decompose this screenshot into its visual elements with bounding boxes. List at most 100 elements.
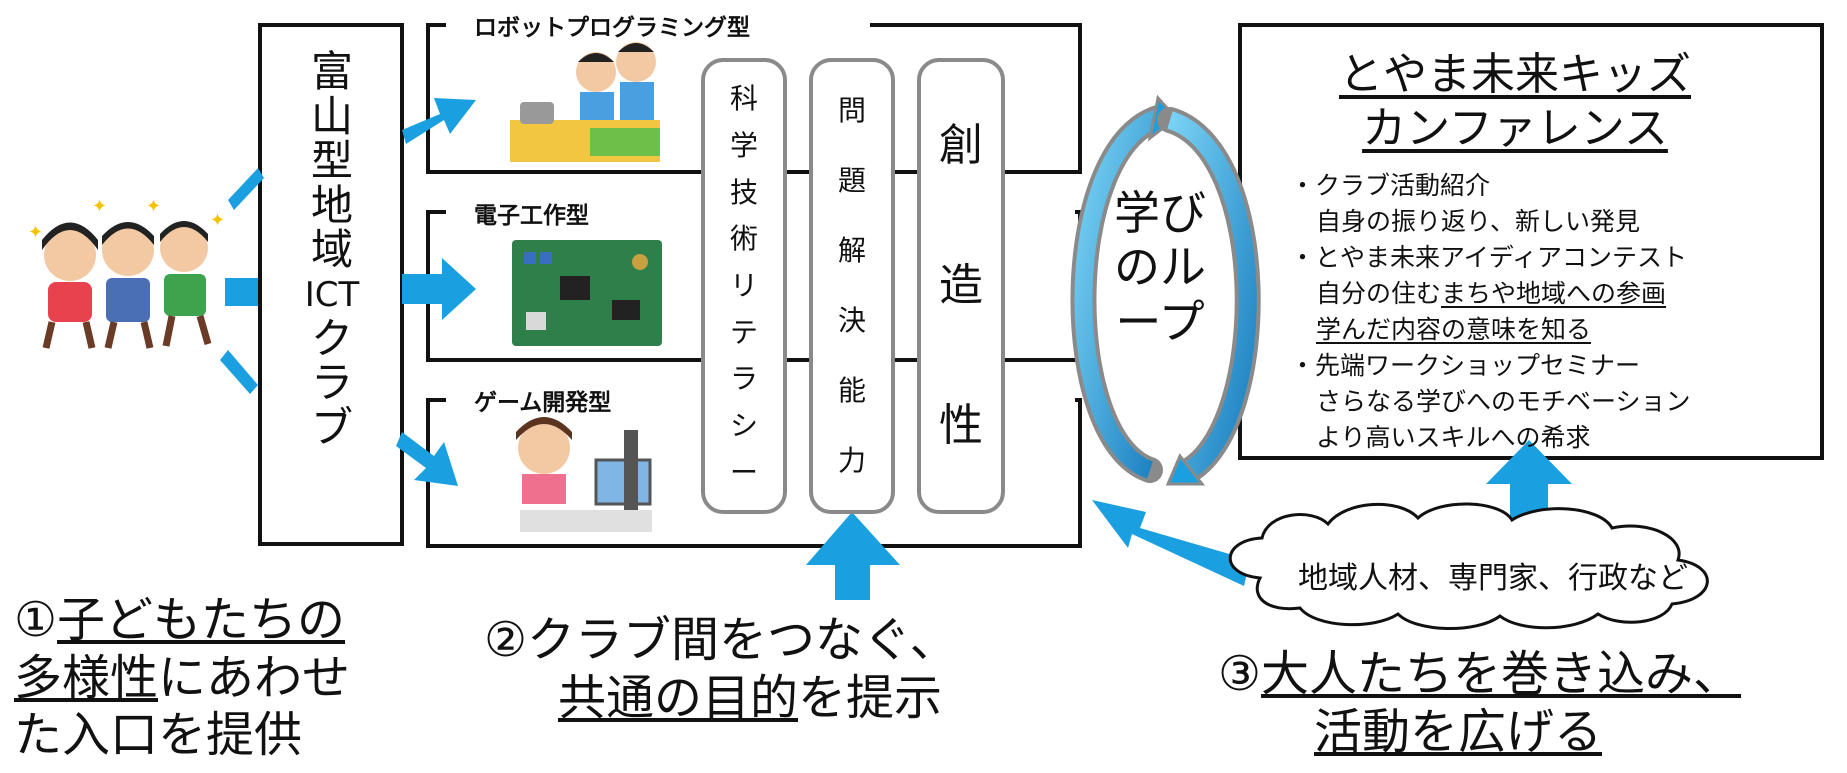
science-literacy-box: 科 学 技 術 リ テ ラ シ ー: [701, 58, 787, 514]
point-1-line: た入口を提供: [14, 707, 303, 764]
club-title-char: 域: [310, 225, 353, 275]
point-number: ①: [14, 592, 58, 648]
club-title-char: ブ: [310, 402, 353, 452]
conference-title-line: カンファレンス: [1362, 102, 1668, 154]
club-box: [258, 23, 404, 546]
club-to-panel-arrows: [396, 98, 476, 486]
skill-char: 造: [939, 260, 983, 311]
conference-title: とやま未来キッズ カンファレンス: [1238, 48, 1792, 155]
conference-item-head: ・とやま未来アイディアコンテスト: [1290, 240, 1691, 276]
electronics-label: 電子工作型: [468, 196, 595, 230]
skill-char: 能: [837, 374, 866, 407]
point-text: にあわせ: [158, 649, 351, 706]
point-text: クラブ間をつなぐ、: [527, 612, 958, 668]
skill-char: テ: [729, 315, 758, 349]
point-text-underlined: 子どもたちの: [57, 592, 346, 648]
skill-char: 力: [837, 444, 866, 477]
stakeholders-text: 地域人材、専門家、行政など: [1298, 561, 1688, 596]
club-title-char: 山: [310, 91, 353, 141]
point-number: ②: [484, 612, 528, 668]
point-text-underlined: 共通の目的: [558, 669, 799, 726]
robot-programming-illustration: [510, 42, 660, 162]
problem-solving-box: 問 題 解 決 能 力: [809, 58, 895, 514]
point-2-line: 共通の目的を提示: [484, 670, 958, 728]
learning-loop-arrows: [1070, 94, 1261, 486]
item-sub-text: 自分の住む: [1316, 279, 1442, 308]
club-title: 富 山 型 地 域 ICT ク ラ ブ: [258, 47, 406, 452]
point-text-underlined: 活動を広げる: [1314, 703, 1603, 760]
cloud-to-conference-arrow: [1486, 440, 1572, 520]
skill-char: 創: [939, 120, 983, 171]
item-sub-text-underlined: 学んだ内容の意味を知る: [1316, 315, 1592, 344]
skill-char: 術: [729, 222, 758, 256]
conference-item-head: ・先端ワークショップセミナー: [1290, 348, 1691, 384]
loop-line: 学び: [1114, 186, 1206, 240]
game-panel-frame: [426, 398, 1082, 548]
svg-text:✦: ✦: [210, 210, 225, 231]
club-title-char: ク: [310, 313, 353, 363]
skill-char: 科: [729, 82, 758, 116]
point-text-underlined: 多様性: [14, 649, 159, 706]
point-1-line: ①子どもたちの: [14, 592, 350, 650]
circuit-board-illustration: [512, 240, 662, 346]
skill-char: 技: [729, 175, 758, 209]
bullet: ・: [1290, 351, 1316, 380]
skill-char: 題: [837, 164, 866, 197]
skill-char: リ: [729, 268, 758, 302]
item-head: クラブ活動紹介: [1315, 171, 1491, 200]
item-head: 先端ワークショップセミナー: [1315, 351, 1641, 380]
skill-char: ラ: [729, 362, 758, 396]
point-2-line: ②クラブ間をつなぐ、: [484, 612, 958, 670]
point-3: ③大人たちを巻き込み、 活動を広げる: [1218, 646, 1741, 761]
point-text-underlined: 大人たちを巻き込み、: [1261, 646, 1742, 702]
conference-box: [1238, 23, 1824, 460]
cloud-to-panels-arrow: [1092, 500, 1250, 586]
children-illustration: ✦ ✦ ✦ ✦: [28, 196, 225, 349]
child-to-club-arrows: [220, 168, 264, 394]
skill-char: シ: [729, 408, 758, 442]
svg-text:✦: ✦: [92, 196, 107, 217]
club-title-char: ICT: [304, 274, 360, 315]
loop-line: ープ: [1115, 294, 1205, 349]
svg-text:✦: ✦: [28, 222, 43, 243]
club-title-char: ラ: [310, 358, 353, 408]
conference-title-line: とやま未来キッズ: [1339, 49, 1691, 100]
conference-item-head: ・クラブ活動紹介: [1290, 168, 1691, 204]
conference-item-sub: より高いスキルへの希求: [1316, 423, 1591, 452]
skill-char: 問: [837, 94, 866, 127]
point-1: ①子どもたちの 多様性にあわせ た入口を提供: [14, 592, 350, 765]
conference-item-sub: 学んだ内容の意味を知る: [1290, 312, 1691, 348]
item-sub-text-underlined: まちや地域への参画: [1441, 279, 1667, 308]
point-number: ③: [1218, 646, 1262, 702]
bullet: ・: [1290, 243, 1316, 272]
creativity-box: 創 造 性: [917, 58, 1005, 514]
learning-loop-label: 学び のル ープ: [1108, 186, 1212, 349]
point-3-line: ③大人たちを巻き込み、: [1218, 646, 1741, 704]
club-title-char: 地: [310, 180, 353, 230]
loop-line: のル: [1114, 240, 1206, 295]
svg-text:✦: ✦: [146, 196, 161, 217]
point-2: ②クラブ間をつなぐ、 共通の目的を提示: [484, 612, 958, 727]
conference-item-sub: さらなる学びへのモチベーション: [1316, 387, 1691, 416]
game-dev-label: ゲーム開発型: [468, 383, 618, 417]
conference-item-sub: 自分の住むまちや地域への参画: [1290, 276, 1691, 312]
club-title-char: 型: [310, 136, 353, 186]
robot-programming-label: ロボットプログラミング型: [468, 8, 756, 42]
skill-char: ー: [729, 455, 758, 489]
item-head: とやま未来アイディアコンテスト: [1315, 243, 1688, 272]
bullet: ・: [1290, 171, 1316, 200]
skill-char: 解: [837, 234, 866, 267]
skill-char: 性: [939, 400, 983, 451]
club-title-char: 富: [310, 47, 353, 96]
point-1-line: 多様性にあわせ: [14, 650, 350, 708]
skill-char: 決: [837, 304, 866, 337]
up-arrow-skills: [806, 512, 900, 600]
stakeholder-cloud: [1228, 502, 1709, 631]
game-dev-illustration: [516, 417, 652, 532]
skill-char: 学: [729, 128, 758, 162]
point-text: を提示: [798, 669, 943, 726]
conference-item-sub: 自身の振り返り、新しい発見: [1316, 207, 1641, 236]
point-3-line: 活動を広げる: [1218, 704, 1741, 762]
conference-items: ・クラブ活動紹介 自身の振り返り、新しい発見 ・とやま未来アイディアコンテスト …: [1290, 168, 1691, 456]
